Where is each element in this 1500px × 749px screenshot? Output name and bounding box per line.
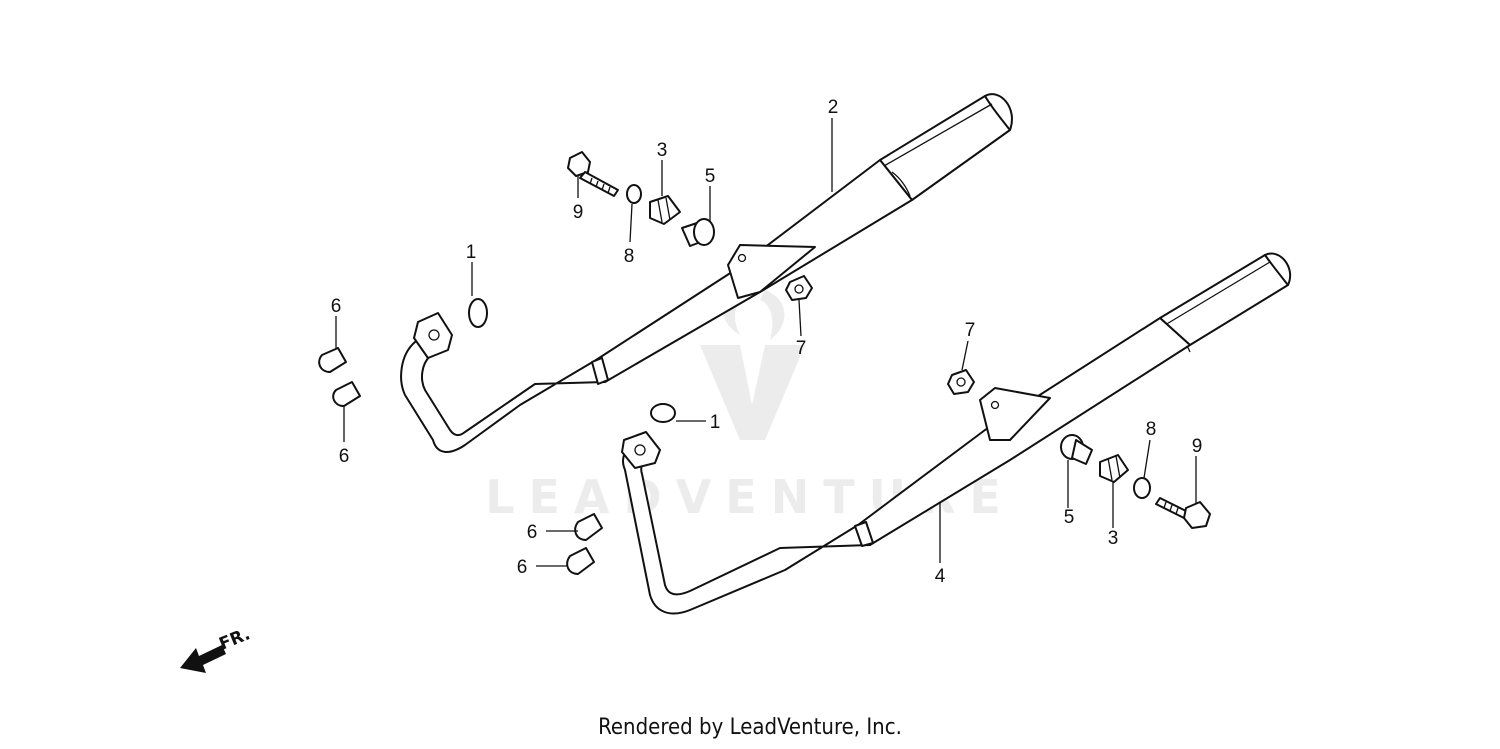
collar-5-lower (1060, 434, 1093, 465)
front-direction-indicator: FR. (180, 624, 253, 673)
nut-7-upper (785, 275, 813, 301)
callout-6-c: 6 (527, 522, 538, 543)
washer-8-upper (626, 184, 642, 204)
callout-8-lower: 8 (1146, 419, 1157, 440)
callout-9-lower: 9 (1192, 436, 1203, 457)
callout-6-b: 6 (339, 446, 350, 467)
front-direction-label: FR. (216, 624, 253, 654)
grommet-3-upper (649, 195, 681, 225)
cap-nut-6-c (574, 513, 603, 541)
front-arrow-icon (180, 645, 226, 673)
leader-lines (335, 118, 1197, 567)
callout-4: 4 (935, 566, 946, 587)
cap-nut-6-a (318, 347, 347, 373)
callout-9-upper: 9 (573, 202, 584, 223)
callout-7-lower: 7 (965, 320, 976, 341)
upper-exhaust-pipe (400, 93, 1013, 453)
nut-7-lower (947, 369, 975, 395)
callout-3-upper: 3 (657, 140, 668, 161)
callout-6-d: 6 (517, 557, 528, 578)
bolt-9-lower (1155, 497, 1211, 529)
cap-nut-6-b (332, 381, 361, 407)
callout-6-a: 6 (331, 296, 342, 317)
render-credit-footer: Rendered by LeadVenture, Inc. (598, 715, 902, 740)
washer-8-lower (1133, 477, 1151, 499)
callout-labels: 2 3 5 9 8 1 6 6 7 7 1 8 9 5 3 4 6 6 (331, 97, 1203, 587)
callout-1-lower: 1 (710, 412, 721, 433)
callout-7-upper: 7 (796, 338, 807, 359)
callout-8-upper: 8 (624, 246, 635, 267)
gasket-1-upper (468, 298, 488, 328)
callout-2: 2 (828, 97, 839, 118)
callout-5-upper: 5 (705, 166, 716, 187)
cap-nut-6-d (566, 547, 595, 575)
lower-exhaust-pipe (621, 252, 1291, 615)
callout-1-upper: 1 (466, 242, 477, 263)
grommet-3-lower (1099, 454, 1129, 483)
callout-5-lower: 5 (1064, 507, 1075, 528)
bolt-9-upper (567, 151, 619, 197)
callout-3-lower: 3 (1108, 528, 1119, 549)
collar-5-upper (681, 218, 715, 247)
gasket-1-lower (650, 403, 676, 423)
